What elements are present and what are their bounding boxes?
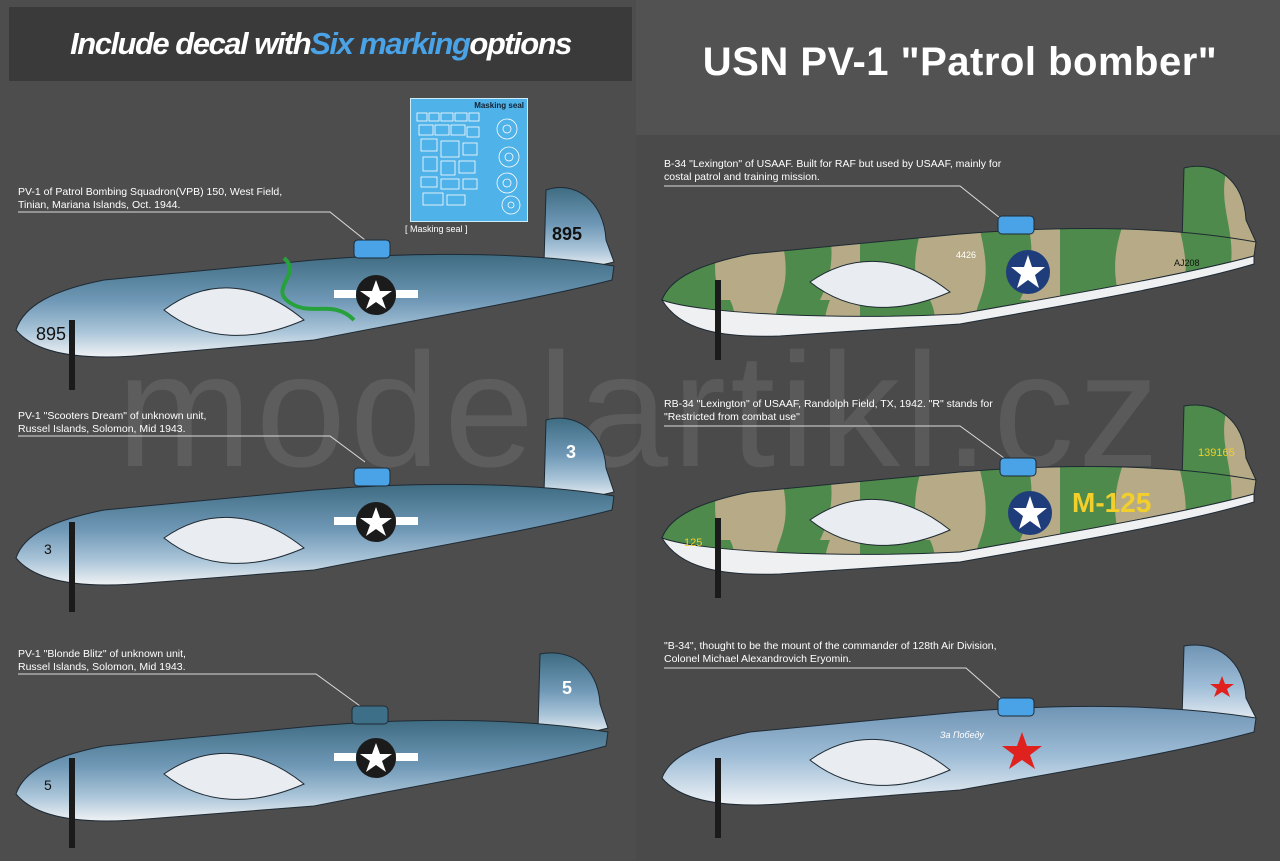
left-panel-background xyxy=(0,0,636,861)
header-banner: Include decal with Six marking options xyxy=(9,7,632,81)
nose-code-1: 895 xyxy=(36,324,66,344)
nose-code-3: 5 xyxy=(44,777,52,793)
fuselage-code-6: За Победу xyxy=(940,730,984,740)
aircraft-profile-1: 895 895 xyxy=(15,186,615,390)
masking-seal-sheet: Masking seal xyxy=(410,98,528,222)
tail-code-2: 3 xyxy=(566,442,576,462)
fuselage-code-5: M-125 xyxy=(1072,487,1151,518)
tail-code-4: AJ208 xyxy=(1174,258,1200,268)
marking-4-caption: B-34 "Lexington" of USAAF. Built for RAF… xyxy=(664,158,1002,183)
header-prefix: Include decal with xyxy=(70,26,312,61)
aircraft-profile-4: 4426 AJ208 xyxy=(660,165,1257,360)
aircraft-profile-3: 5 5 xyxy=(15,652,609,848)
tail-code-3: 5 xyxy=(562,678,572,698)
nose-code-5: 125 xyxy=(684,537,702,549)
header-highlight: Six marking xyxy=(310,26,471,61)
header-suffix: options xyxy=(469,26,572,61)
aircraft-profile-5: M-125 139165 125 xyxy=(660,404,1257,598)
marking-6-caption: "B-34", thought to be the mount of the c… xyxy=(664,640,997,665)
nose-code-2: 3 xyxy=(44,541,52,557)
tail-code-5: 139165 xyxy=(1198,447,1235,459)
page-title: USN PV-1 "Patrol bomber" xyxy=(702,40,1218,84)
fuselage-code-4: 4426 xyxy=(956,250,976,260)
aircraft-profile-6: За Победу xyxy=(661,644,1257,838)
masking-seal-caption: [ Masking seal ] xyxy=(405,224,468,234)
masking-seal-shapes xyxy=(416,112,521,215)
masking-seal-label: Masking seal xyxy=(474,101,524,110)
marking-5-caption: RB-34 "Lexington" of USAAF, Randolph Fie… xyxy=(664,398,993,423)
marking-3-caption: PV-1 "Blonde Blitz" of unknown unit, Rus… xyxy=(18,648,186,673)
marking-2-caption: PV-1 "Scooters Dream" of unknown unit, R… xyxy=(18,410,207,435)
aircraft-profile-2: 3 3 xyxy=(15,417,615,612)
marking-1-caption: PV-1 of Patrol Bombing Squadron(VPB) 150… xyxy=(18,186,283,211)
tail-code-1: 895 xyxy=(552,224,582,244)
